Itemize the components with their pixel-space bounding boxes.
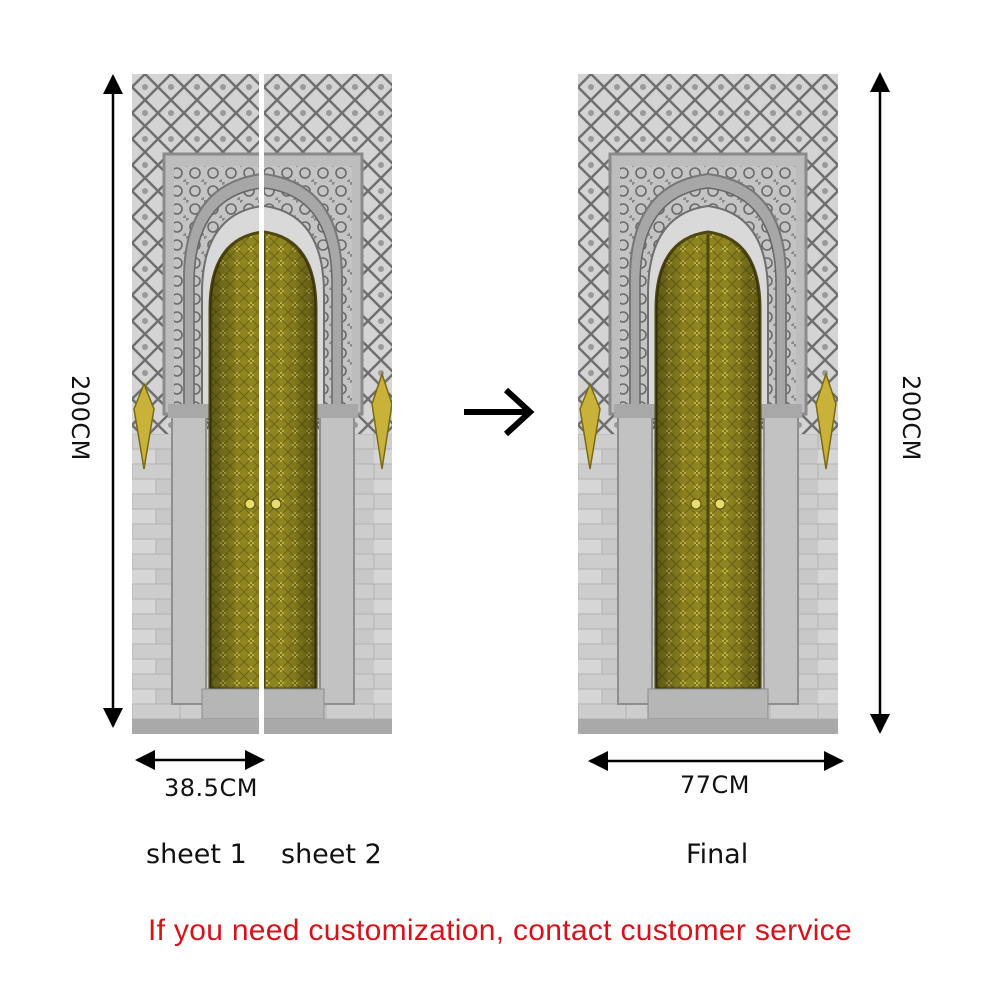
left-height-label: 200CM xyxy=(66,375,94,461)
final-label: Final xyxy=(686,839,749,870)
final-door-image xyxy=(578,74,838,734)
sheet-1-label: sheet 1 xyxy=(146,839,247,870)
final-width-label: 77CM xyxy=(680,771,751,799)
customization-note: If you need customization, contact custo… xyxy=(148,914,852,947)
sheet-1-image xyxy=(132,74,259,734)
sheet-2-label: sheet 2 xyxy=(281,839,382,870)
sheet-2-image xyxy=(264,74,392,734)
right-height-label: 200CM xyxy=(897,375,925,461)
right-arrow-icon xyxy=(464,387,535,437)
sheet-width-label: 38.5CM xyxy=(164,774,258,802)
